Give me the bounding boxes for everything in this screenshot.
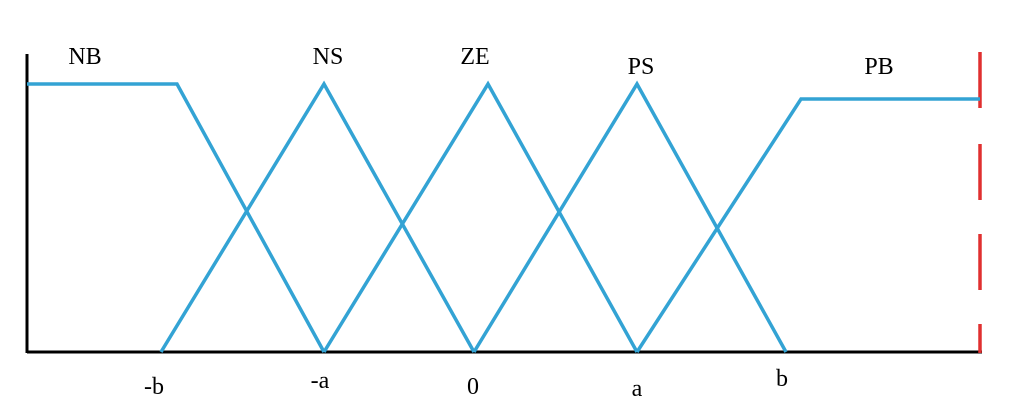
tick-label-minus-b: -b <box>144 374 164 400</box>
ns-membership-line <box>159 80 476 353</box>
nb-membership-line <box>27 82 326 353</box>
set-label-pb: PB <box>864 54 893 80</box>
pb-membership-line <box>635 97 980 353</box>
tick-label-zero: 0 <box>467 374 479 400</box>
set-label-nb: NB <box>68 44 101 70</box>
set-label-ze: ZE <box>460 44 489 70</box>
set-label-ns: NS <box>313 44 344 70</box>
ps-membership-line <box>472 80 788 353</box>
ze-membership-line <box>322 80 639 353</box>
tick-label-b: b <box>776 366 788 392</box>
tick-label-a: a <box>632 376 643 402</box>
set-label-ps: PS <box>628 54 655 80</box>
tick-label-minus-a: -a <box>311 368 330 394</box>
